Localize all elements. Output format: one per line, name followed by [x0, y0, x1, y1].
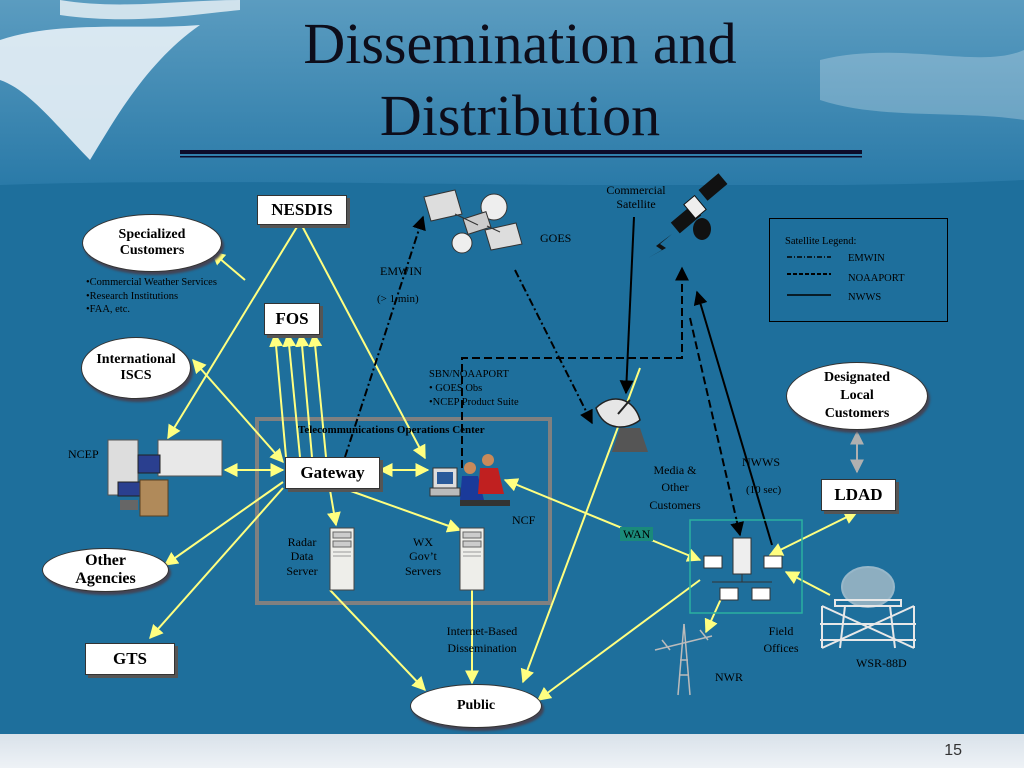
satellite-legend: Satellite Legend: EMWIN NOAAPORT NWWS [769, 218, 948, 322]
gts-box: GTS [85, 643, 175, 675]
comsat-line-2: Satellite [616, 197, 656, 212]
international-iscs-node: International ISCS [81, 337, 191, 399]
ncf-label: NCF [512, 513, 536, 527]
bullet-item: •FAA, etc. [86, 304, 131, 316]
bullet-item: •Research Institutions [86, 290, 179, 302]
agencies-line-2: Agencies [75, 570, 136, 587]
customer-bullets: •Commercial Weather Services •Research I… [86, 276, 217, 317]
legend-item-nwws: NWWS [848, 292, 882, 303]
ncep-label: NCEP [68, 447, 99, 461]
media-line-1: Media & [653, 463, 697, 477]
other-agencies-node: Other Agencies [42, 548, 169, 592]
media-other-customers-label: Media & Other Customers [640, 462, 710, 514]
wsr88d-label: WSR-88D [856, 656, 907, 670]
iscs-line-2: ISCS [120, 368, 152, 383]
agencies-line-1: Other [85, 552, 126, 570]
media-line-2: Other [661, 480, 689, 495]
emwin-interval-label: (> 1 min) [377, 293, 419, 305]
specialized-line-2: Customers [119, 243, 185, 258]
legend-item-noaaport: NOAAPORT [848, 273, 905, 284]
sbn-line-1: SBN/NOAAPORT [429, 369, 509, 380]
legend-title: Satellite Legend: [785, 236, 857, 247]
wx-line-3: Servers [405, 563, 441, 578]
emwin-label: EMWIN [380, 264, 422, 278]
internet-line-1: Internet-Based [446, 624, 518, 638]
fos-label: FOS [275, 309, 309, 328]
radar-line-1: Radar [287, 535, 317, 549]
specialized-line-1: Specialized [118, 226, 186, 242]
nwws-label: NWWS [742, 455, 780, 469]
wx-govt-servers-label: WX Gov’t Servers [398, 535, 448, 578]
title-line-1: Dissemination and [303, 11, 737, 76]
designated-line-3: Customers [824, 406, 890, 422]
page-number: 15 [944, 742, 962, 759]
designated-line-1: Designated [823, 369, 891, 385]
designated-local-customers-node: Designated Local Customers [786, 362, 928, 430]
nesdis-box: NESDIS [257, 195, 347, 225]
specialized-customers-node: Specialized Customers [82, 214, 222, 272]
ldad-box: LDAD [821, 479, 896, 511]
wx-line-2: Gov’t [409, 549, 437, 564]
public-label: Public [456, 697, 496, 713]
radar-data-server-label: Radar Data Server [278, 535, 326, 578]
public-node: Public [410, 684, 542, 728]
fos-box: FOS [264, 303, 320, 335]
internet-line-2: Dissemination [447, 641, 517, 656]
wx-line-1: WX [413, 535, 433, 549]
gateway-box: Gateway [285, 457, 380, 489]
commercial-satellite-label: Commercial Satellite [595, 183, 677, 212]
sbn-line-3: •NCEP Product Suite [429, 397, 519, 409]
goes-label: GOES [540, 231, 572, 245]
slide-title: Dissemination and Distribution [180, 8, 860, 152]
field-line-1: Field [768, 624, 794, 638]
nwws-interval-label: (10 sec) [746, 484, 782, 496]
nesdis-label: NESDIS [271, 200, 333, 219]
wan-label: WAN [620, 527, 654, 542]
field-line-2: Offices [763, 641, 799, 656]
ldad-label: LDAD [834, 485, 883, 504]
field-offices-label: Field Offices [755, 623, 807, 658]
slide-footer [0, 734, 1024, 768]
internet-dissemination-label: Internet-Based Dissemination [434, 623, 530, 658]
gts-label: GTS [112, 649, 148, 668]
comsat-line-1: Commercial [606, 183, 666, 197]
gateway-label: Gateway [300, 463, 365, 482]
radar-line-2: Data [290, 549, 314, 564]
bullet-item: •Commercial Weather Services [86, 277, 217, 288]
iscs-line-1: International [96, 351, 176, 367]
legend-item-emwin: EMWIN [848, 253, 885, 264]
nwr-label: NWR [715, 670, 743, 684]
title-line-2: Distribution [379, 83, 661, 148]
designated-line-2: Local [840, 387, 874, 403]
media-line-3: Customers [649, 497, 701, 512]
sbn-noaaport-label: SBN/NOAAPORT • GOES Obs •NCEP Product Su… [429, 368, 519, 411]
radar-line-3: Server [286, 563, 318, 578]
sbn-line-2: • GOES Obs [429, 383, 483, 395]
toc-label: Telecommunications Operations Center [298, 424, 485, 436]
